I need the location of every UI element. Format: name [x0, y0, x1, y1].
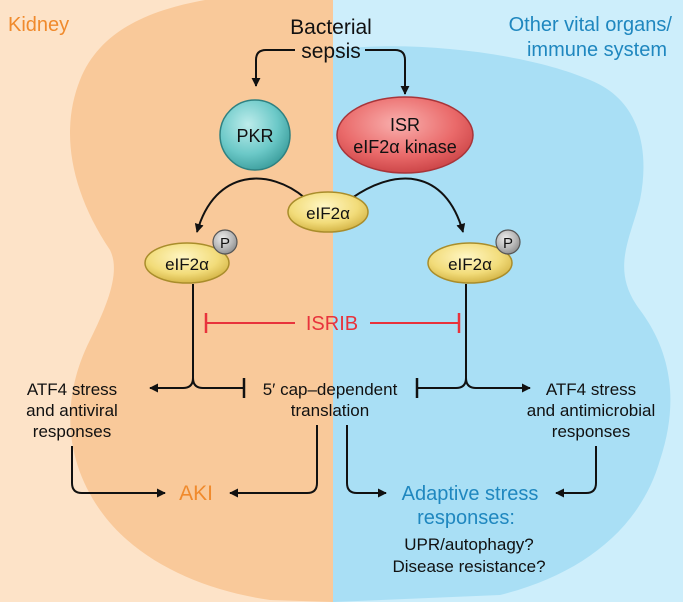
isr-kinase-node — [336, 96, 474, 174]
eif2a-center-label: eIF2α — [306, 204, 350, 223]
pkr-label: PKR — [236, 126, 273, 146]
kidney-title: Kidney — [8, 14, 69, 36]
right-response-line1: ATF4 stress — [546, 380, 636, 399]
arrow-translation-to-aki — [229, 425, 318, 498]
left-response-line2: and antiviral — [26, 401, 118, 420]
adaptive-label-line1: Adaptive stress — [402, 483, 539, 505]
arrow-left-response-to-aki — [71, 446, 166, 498]
eif2a-center-node — [287, 191, 369, 233]
arrow-translation-to-adaptive — [346, 425, 387, 498]
sepsis-label-line1: Bacterial — [290, 16, 372, 39]
isr-label-line1: ISR — [390, 115, 420, 135]
organ-title-line1: Other vital organs/ — [509, 14, 673, 36]
left-response-line3: responses — [33, 422, 111, 441]
eif2a-right-node — [427, 242, 513, 284]
translation-line2: translation — [291, 401, 369, 420]
upr-label: UPR/autophagy? — [404, 535, 533, 554]
eif2a-left-node — [144, 242, 230, 284]
right-response-line3: responses — [552, 422, 630, 441]
phospho-right-node — [495, 229, 521, 255]
adaptive-label-line2: responses: — [417, 507, 515, 529]
left-inhibit-translation — [192, 377, 244, 389]
aki-label: AKI — [179, 482, 213, 505]
pkr-node — [219, 99, 291, 171]
kidney-shape — [70, 0, 333, 602]
arrow-sepsis-to-pkr — [251, 49, 295, 87]
translation-line1: 5′ cap–dependent — [263, 380, 398, 399]
eif2a-right-label: eIF2α — [448, 255, 492, 274]
right-inhibit-translation — [417, 377, 467, 389]
arrow-sepsis-to-isr — [365, 49, 410, 95]
disease-resistance-label: Disease resistance? — [392, 557, 545, 576]
isr-label-line2: eIF2α kinase — [353, 137, 456, 157]
left-response-line1: ATF4 stress — [27, 380, 117, 399]
sepsis-label-line2: sepsis — [301, 40, 361, 63]
arrow-right-response-to-adaptive — [555, 446, 597, 498]
phospho-left-label: P — [220, 235, 230, 252]
arrow-phosphorylation-right — [351, 177, 466, 233]
arrow-phosphorylation-left — [194, 177, 306, 233]
phospho-right-label: P — [503, 235, 513, 252]
organ-shape — [333, 46, 671, 602]
isrib-label: ISRIB — [306, 313, 358, 335]
eif2a-left-label: eIF2α — [165, 255, 209, 274]
organ-title-line2: immune system — [527, 39, 667, 61]
phospho-left-node — [212, 229, 238, 255]
right-response-line2: and antimicrobial — [527, 401, 656, 420]
